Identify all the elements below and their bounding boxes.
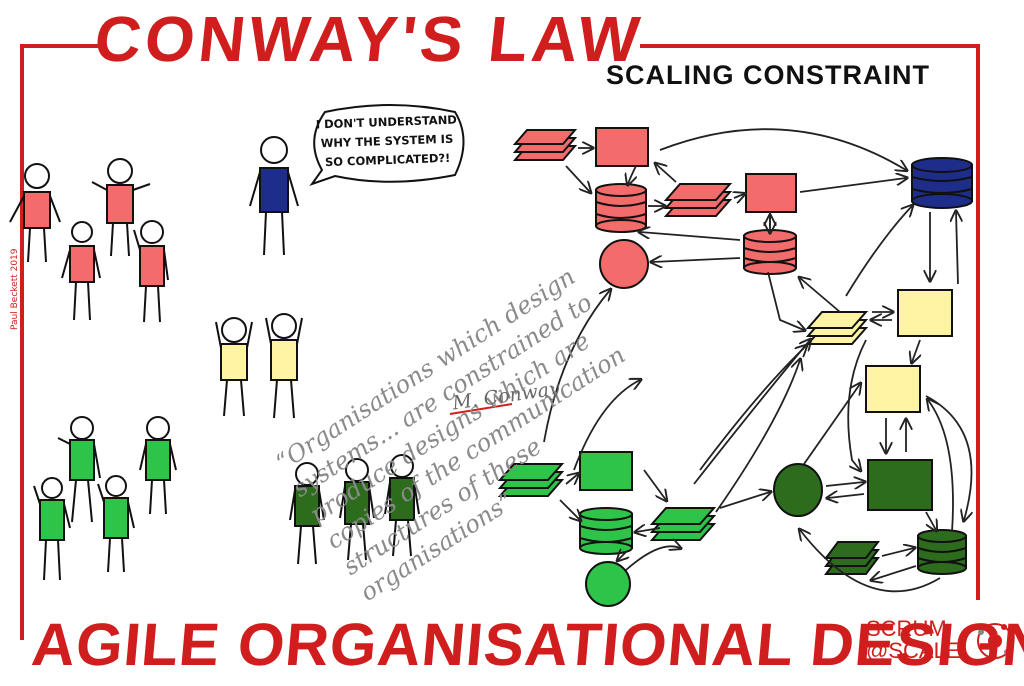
box-icon [865, 365, 921, 413]
system-cluster-yellow [805, 289, 953, 413]
speech-bubble-text: I DON'T UNDERSTAND WHY THE SYSTEM IS SO … [311, 110, 463, 172]
stick-person [97, 475, 135, 573]
circle-icon [585, 561, 631, 607]
people-group-green [33, 416, 177, 581]
stick-person [133, 220, 169, 323]
stick-person [91, 158, 151, 257]
circle-icon [599, 239, 649, 289]
brand-bottom: @SCALE [866, 638, 961, 663]
stack-icon [649, 507, 717, 541]
database-icon [917, 529, 967, 575]
database-icon [743, 229, 797, 275]
people-group-darkgreen [289, 454, 420, 565]
database-icon [579, 507, 633, 555]
stick-person [33, 477, 71, 581]
stick-person [215, 317, 253, 417]
stick-person [139, 416, 177, 515]
scrum-at-scale-logo-icon [977, 623, 1013, 659]
subtitle: SCALING CONSTRAINT [606, 60, 930, 90]
people-group-salmon [9, 158, 169, 323]
stack-icon [663, 183, 733, 217]
brand-logo-text: SCRUM @SCALE [866, 618, 976, 662]
system-cluster-green [497, 451, 717, 607]
artist-signature: Paul Beckett 2019 [10, 248, 20, 330]
box-icon [745, 173, 797, 213]
stack-icon [497, 463, 565, 497]
circle-icon [773, 463, 823, 517]
page-title: CONWAY'S LAW [91, 3, 647, 75]
speech-bubble [309, 104, 465, 186]
dependency-arrows [543, 128, 972, 593]
database-icon-navy [911, 157, 973, 209]
author-underline [449, 403, 513, 415]
box-icon [579, 451, 633, 491]
database-icon [595, 183, 647, 233]
stack-icon [824, 541, 880, 575]
stick-person [384, 454, 420, 557]
stick-person [57, 416, 101, 523]
stick-person [61, 221, 101, 321]
system-cluster-salmon [512, 127, 797, 289]
stack-icon [512, 129, 578, 161]
box-icon [595, 127, 649, 167]
stick-person [289, 462, 325, 565]
stack-icon [805, 311, 869, 345]
stick-person [265, 313, 303, 419]
box-icon [867, 459, 933, 511]
brand-top: SCRUM [866, 616, 947, 641]
stick-person [339, 458, 375, 561]
system-cluster-darkgreen [773, 459, 967, 575]
person-navy [249, 136, 299, 256]
people-group-yellow [215, 313, 303, 419]
stick-person [9, 163, 61, 263]
box-icon [897, 289, 953, 337]
red-frame [20, 44, 980, 640]
